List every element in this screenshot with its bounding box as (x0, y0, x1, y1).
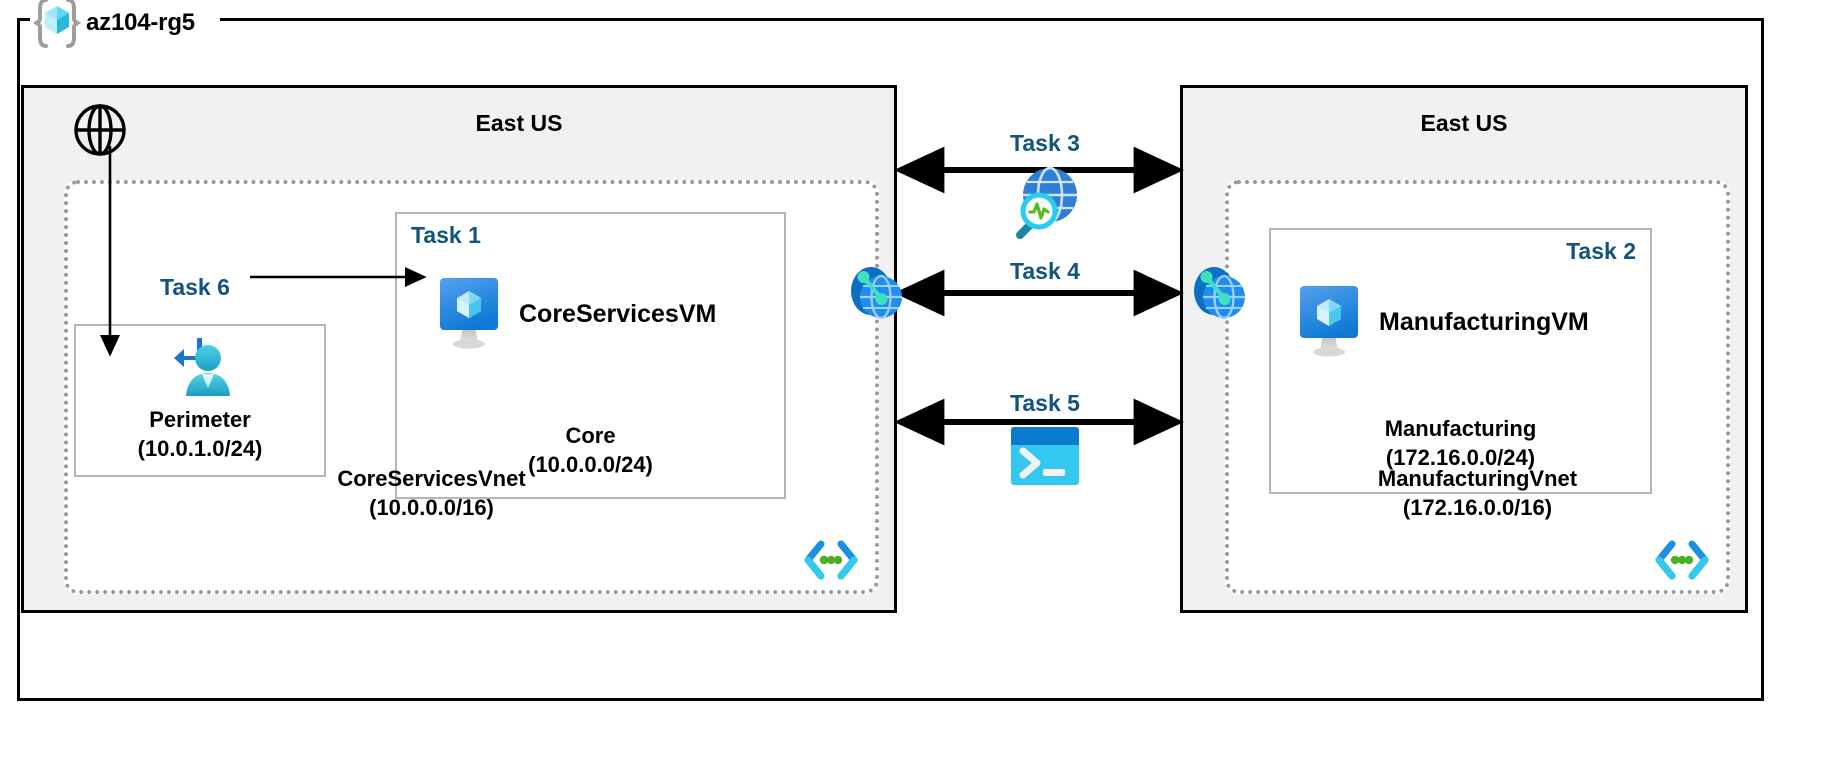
task-label-task4: Task 4 (1010, 258, 1080, 284)
vnet-manufacturing-name: ManufacturingVnet (1377, 465, 1578, 491)
task-label-task2: Task 2 (1566, 238, 1636, 264)
subnet-manufacturing-cidr: (172.16.0.0/24) (1385, 444, 1536, 470)
vnet-coreservicesvnet: Task 6 (64, 180, 879, 594)
subnet-core-caption: Core (10.0.0.0/24) (397, 421, 784, 479)
bastion-user-icon (164, 334, 240, 410)
vnet-core-label: CoreServicesVnet (10.0.0.0/16) (0, 464, 875, 522)
resource-group-name: az104-rg5 (86, 9, 195, 36)
region-panel-right: East US Task 2 (1180, 85, 1748, 613)
resource-group-cube-icon (30, 0, 84, 50)
task-label-task6: Task 6 (160, 274, 230, 300)
subnet-perimeter-caption: Perimeter (10.0.1.0/24) (76, 405, 324, 463)
middle-task-task3: Task 3 (985, 130, 1105, 250)
region-label-right: East US (1420, 110, 1508, 136)
virtual-machine-icon (1293, 282, 1365, 362)
region-panel-left: East US Task 6 (21, 85, 897, 613)
subnet-manufacturing-caption: Manufacturing (172.16.0.0/24) (1271, 414, 1650, 472)
vm-row-manufacturingvm: ManufacturingVM (1293, 282, 1589, 362)
vnet-peering-icon (845, 257, 907, 333)
vm-name-coreservicesvm: CoreServicesVM (519, 299, 717, 328)
vnet-core-cidr: (10.0.0.0/16) (369, 494, 494, 520)
vnet-manufacturing-cidr: (172.16.0.0/16) (1402, 494, 1553, 520)
task-label-task3: Task 3 (1010, 130, 1080, 156)
virtual-machine-icon (433, 274, 505, 354)
subnet-core: Task 1 (395, 212, 786, 499)
subnet-manufacturing-name: Manufacturing (1384, 415, 1537, 441)
vnet-manufacturing-label: ManufacturingVnet (172.16.0.0/16) (1229, 464, 1726, 522)
vm-row-coreservicesvm: CoreServicesVM (433, 274, 716, 354)
subnet-core-cidr: (10.0.0.0/24) (528, 451, 653, 477)
vnet-manufacturingvnet: Task 2 ManufacturingVM (1225, 180, 1730, 594)
subnet-core-name: Core (565, 422, 616, 448)
vm-name-manufacturingvm: ManufacturingVM (1379, 307, 1589, 336)
subnet-perimeter-cidr: (10.0.1.0/24) (137, 435, 263, 461)
resource-group-header: az104-rg5 (30, 0, 203, 50)
internet-globe-icon (72, 102, 128, 158)
vnet-core-name: CoreServicesVnet (337, 465, 526, 491)
subnet-code-icon (1654, 538, 1710, 582)
network-watcher-icon (1002, 159, 1088, 245)
task-label-task1: Task 1 (411, 222, 481, 248)
middle-task-task4: Task 4 (985, 258, 1105, 285)
subnet-code-icon (803, 538, 859, 582)
cloud-shell-terminal-icon (1009, 425, 1081, 487)
task-label-task5: Task 5 (1010, 390, 1080, 416)
subnet-perimeter: Perimeter (10.0.1.0/24) (74, 324, 326, 477)
subnet-manufacturing: Task 2 ManufacturingVM (1269, 228, 1652, 494)
vnet-peering-icon (1188, 257, 1250, 333)
resource-group-frame (17, 18, 1764, 701)
subnet-perimeter-name: Perimeter (149, 406, 251, 432)
middle-task-task5: Task 5 (985, 390, 1105, 492)
region-label-left: East US (475, 110, 563, 136)
